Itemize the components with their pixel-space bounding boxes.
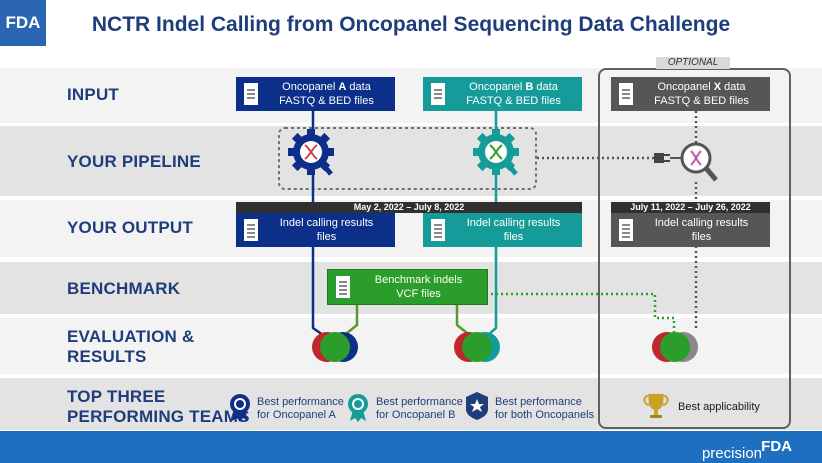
pipeline-gear-a-icon — [288, 129, 334, 176]
evaluation-circles-b — [454, 332, 500, 362]
row-label-evaluation-line2: RESULTS — [67, 347, 147, 366]
row-label-pipeline: YOUR PIPELINE — [67, 152, 201, 171]
optional-frame — [598, 68, 791, 429]
row-label-top-teams-line2: PERFORMING TEAMS — [67, 407, 250, 426]
date-bar-main: May 2, 2022 – July 8, 2022 — [236, 202, 582, 213]
input-box-b-text: Oncopanel B data FASTQ & BED files — [466, 81, 561, 107]
input-box-x-text: Oncopanel X data FASTQ & BED files — [654, 81, 749, 107]
page-title: NCTR Indel Calling from Oncopanel Sequen… — [91, 13, 731, 36]
optional-label: OPTIONAL — [656, 57, 730, 69]
trophy-icon — [643, 394, 669, 418]
pipeline-gear-b-icon — [473, 129, 519, 176]
date-bar-optional: July 11, 2022 – July 26, 2022 — [611, 202, 770, 213]
row-label-output: YOUR OUTPUT — [67, 218, 193, 237]
evaluation-circles-a — [312, 332, 358, 362]
pipeline-group-frame — [278, 127, 537, 190]
document-icon — [431, 83, 445, 105]
document-icon — [619, 219, 633, 241]
input-box-a: Oncopanel A data FASTQ & BED files — [236, 77, 395, 111]
plug-icon — [654, 153, 682, 163]
star-badge-icon — [466, 392, 488, 420]
document-icon — [336, 276, 350, 298]
ribbon-medal-blue-icon — [230, 394, 250, 422]
document-icon — [431, 219, 445, 241]
row-label-evaluation-line1: EVALUATION & — [67, 327, 195, 346]
row-label-top-teams: TOP THREE PERFORMING TEAMS — [67, 387, 250, 427]
fda-logo: FDA — [0, 0, 46, 46]
row-label-evaluation: EVALUATION & RESULTS — [67, 327, 194, 367]
document-icon — [244, 219, 258, 241]
pipeline-magnifier-x-icon — [680, 142, 718, 182]
ribbon-medal-teal-icon — [348, 394, 368, 422]
row-label-benchmark: BENCHMARK — [67, 279, 181, 298]
document-icon — [244, 83, 258, 105]
band-top-teams — [0, 378, 822, 430]
evaluation-circles-x — [652, 332, 698, 362]
row-label-input: INPUT — [67, 85, 119, 104]
input-box-x: Oncopanel X data FASTQ & BED files — [611, 77, 770, 111]
award-best-applicability: Best applicability — [678, 401, 760, 413]
input-box-b: Oncopanel B data FASTQ & BED files — [423, 77, 582, 111]
row-label-top-teams-line1: TOP THREE — [67, 387, 166, 406]
input-box-a-text: Oncopanel A data FASTQ & BED files — [279, 81, 374, 107]
document-icon — [619, 83, 633, 105]
band-title — [0, 0, 822, 52]
